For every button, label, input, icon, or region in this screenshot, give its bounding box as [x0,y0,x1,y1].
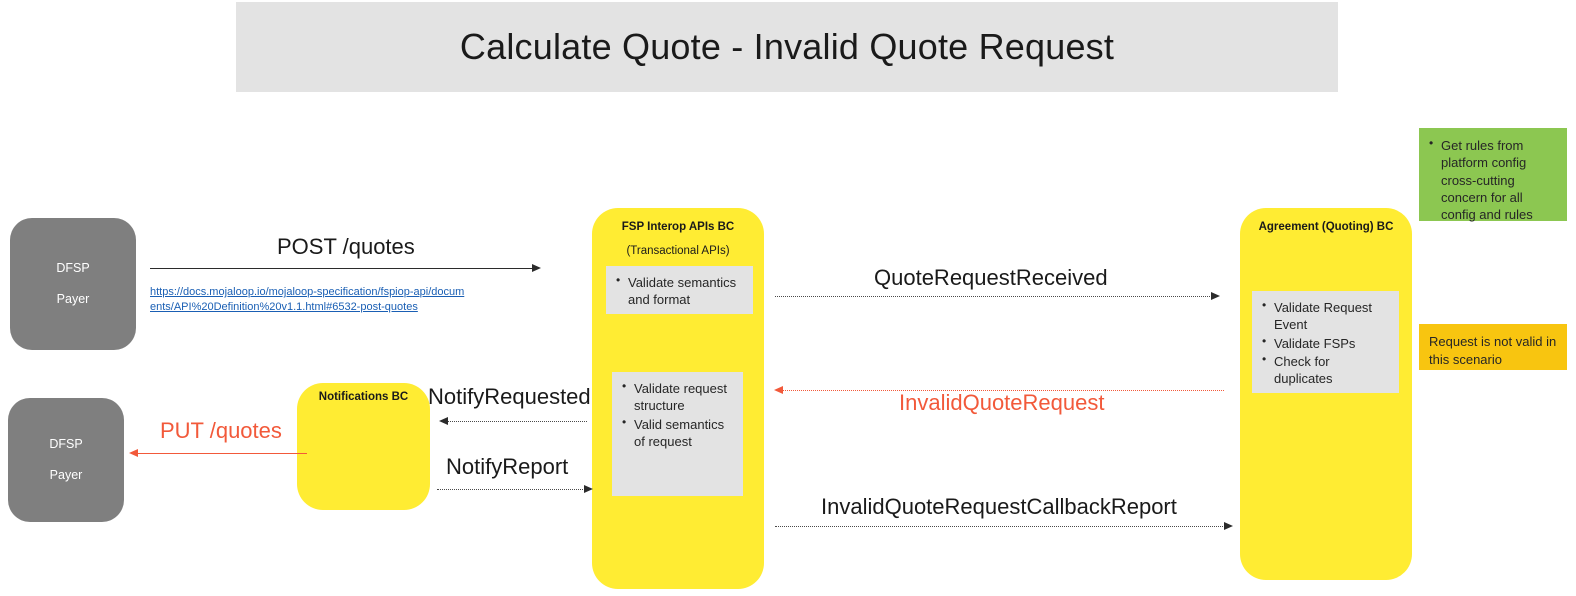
actor-dfsp-payer-top[interactable]: DFSP Payer [10,218,136,350]
label-invalid-quote-request: InvalidQuoteRequest [899,390,1105,415]
arrow-invalid-callback-report-line [775,526,1225,527]
note-item: Valid semantics of request [622,415,735,451]
label-quote-request-received: QuoteRequestReceived [874,265,1108,290]
note-item: Validate semantics and format [616,273,745,309]
arrow-invalid-quote-request-line [782,390,1224,391]
lifeline-agreement-quoting-bc[interactable]: Agreement (Quoting) BC [1240,208,1412,580]
note-item: Validate Request Event [1262,298,1391,334]
actor-bottom-line2: Payer [49,467,83,482]
label-notify-requested: NotifyRequested [428,384,591,409]
arrow-invalid-quote-request-head [774,385,783,394]
arrow-put-quotes-line [137,453,307,454]
lifeline-notifications-bc[interactable]: Notifications BC [297,383,430,510]
note-invalid-request: Request is not valid in this scenario [1419,324,1567,370]
actor-dfsp-payer-bottom[interactable]: DFSP Payer [8,398,124,522]
note-item: Get rules from platform config cross-cut… [1429,136,1559,223]
fsp-interop-subtitle: (Transactional APIs) [626,245,730,257]
note-item: Check for duplicates [1262,352,1391,388]
label-put-quotes: PUT /quotes [160,418,282,443]
agreement-note: Validate Request Event Validate FSPs Che… [1252,291,1399,393]
agreement-title: Agreement (Quoting) BC [1258,221,1394,233]
arrow-notify-report-line [437,489,585,490]
note-platform-config-rules: Get rules from platform config cross-cut… [1419,128,1567,223]
arrow-invalid-callback-report-head [1224,521,1233,530]
notifications-title: Notifications BC [318,391,409,403]
arrow-post-quotes-line [150,268,533,269]
note-item: Validate request structure [622,379,735,415]
fsp-interop-title: FSP Interop APIs BC [621,221,735,233]
arrow-notify-report-head [584,484,593,493]
title-banner: Calculate Quote - Invalid Quote Request [236,2,1338,92]
actor-top-line1: DFSP [56,261,90,276]
arrow-notify-requested-line [447,421,587,422]
actor-bottom-line1: DFSP [49,437,83,452]
fsp-interop-note-top: Validate semantics and format [606,266,753,314]
label-notify-report: NotifyReport [446,454,569,479]
fsp-interop-note-bottom: Validate request structure Valid semanti… [612,372,743,496]
arrow-post-quotes-head [532,263,541,272]
actor-top-line2: Payer [56,291,90,306]
label-post-quotes: POST /quotes [277,234,415,259]
arrow-notify-requested-head [439,416,448,425]
note-item: Validate FSPs [1262,334,1391,352]
label-invalid-quote-request-callback-report: InvalidQuoteRequestCallbackReport [821,494,1177,519]
arrow-quote-request-received-line [775,296,1212,297]
arrow-quote-request-received-head [1211,291,1220,300]
note-invalid-request-text: Request is not valid in this scenario [1429,334,1557,367]
page-title: Calculate Quote - Invalid Quote Request [459,26,1115,67]
link-fspiop-post-quotes-spec[interactable]: https://docs.mojaloop.io/mojaloop-specif… [150,286,465,314]
arrow-put-quotes-head [129,448,138,457]
